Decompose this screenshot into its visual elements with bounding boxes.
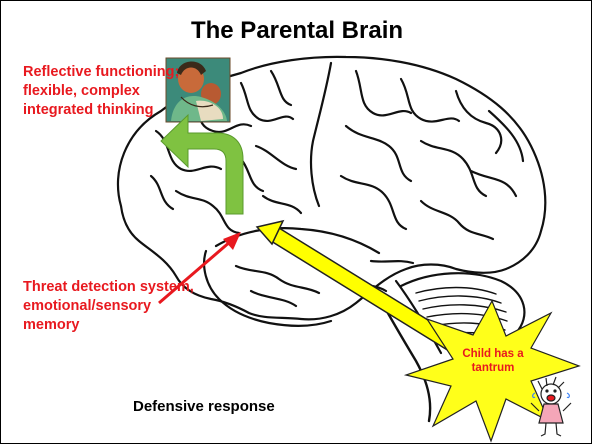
defensive-response-label: Defensive response [133,398,275,415]
reflective-functioning-label: Reflective functioning; flexible, comple… [23,63,183,120]
child-tantrum-label: Child has a tantrum [457,347,529,375]
yellow-response-arrow [257,221,470,359]
slide-title: The Parental Brain [1,17,592,45]
threat-detection-label: Threat detection system, emotional/senso… [23,278,203,335]
